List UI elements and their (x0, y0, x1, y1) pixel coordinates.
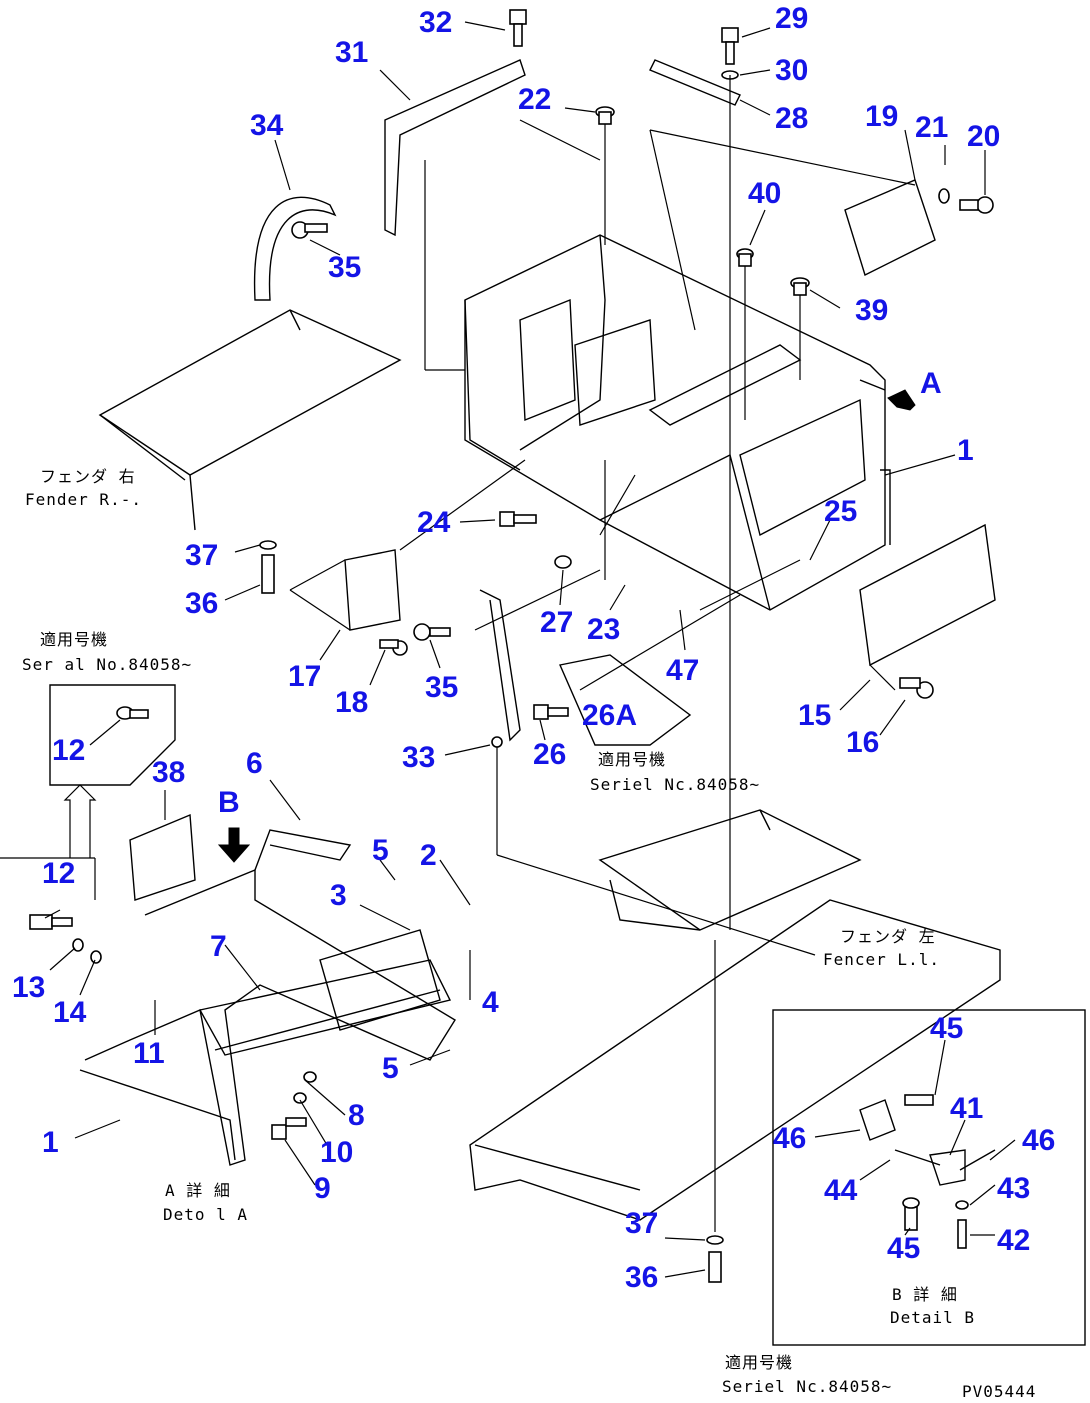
callout-28: 28 (775, 102, 808, 135)
fender-r-jp: フェンダ 右 (40, 467, 136, 486)
hardware-parts (29, 9, 994, 1283)
callout-32: 32 (419, 6, 452, 39)
callout-47: 47 (666, 654, 699, 687)
callout-37: 37 (185, 539, 218, 572)
callout-16: 16 (846, 726, 879, 759)
callout-36: 36 (625, 1261, 658, 1294)
fender-l-jp: フェンダ 左 (840, 927, 936, 946)
callout-2: 2 (420, 839, 437, 872)
fender-left-drawing (469, 809, 1001, 1221)
callout-35: 35 (425, 671, 458, 704)
callout-39: 39 (855, 294, 888, 327)
callout-22: 22 (518, 83, 551, 116)
serial-mid-en: Seriel Nc.84058~ (590, 775, 760, 794)
view-arrow-a (887, 389, 916, 411)
callout-6: 6 (246, 747, 263, 780)
callout-1: 1 (42, 1126, 59, 1159)
detail-b-en: Detail B (890, 1308, 975, 1327)
detail-a-en: Deto l A (163, 1205, 248, 1224)
callout-37: 37 (625, 1207, 658, 1240)
callout-5: 5 (382, 1052, 399, 1085)
guide-lines (0, 75, 916, 1232)
callout-29: 29 (775, 2, 808, 35)
callout-38: 38 (152, 756, 185, 789)
callout-41: 41 (950, 1092, 983, 1125)
callout-27: 27 (540, 606, 573, 639)
plate-28-drawing (649, 59, 741, 106)
callout-8: 8 (348, 1099, 365, 1132)
fender-right-drawing (98, 309, 402, 531)
rod-33-drawing (479, 589, 521, 742)
callout-23: 23 (587, 613, 620, 646)
callout-34: 34 (250, 109, 284, 142)
callout-12: 12 (42, 857, 75, 890)
callout-3: 3 (330, 879, 347, 912)
plate-19-drawing (844, 179, 936, 276)
fender-r-en: Fender R.-. (25, 490, 142, 509)
serial-left-jp: 適用号機 (40, 630, 108, 649)
callout-19: 19 (865, 100, 898, 133)
callout-31: 31 (335, 36, 368, 69)
callout-14: 14 (53, 996, 87, 1029)
detail-b-drawing (859, 1099, 996, 1186)
callout-35: 35 (328, 251, 361, 284)
callout-43: 43 (997, 1172, 1030, 1205)
detail-a-drawing (79, 813, 456, 1166)
detail-a-jp: A 詳 細 (165, 1181, 231, 1200)
callout-24: 24 (417, 506, 451, 539)
callout-21: 21 (915, 111, 948, 144)
serial-bottom-jp: 適用号機 (725, 1353, 793, 1372)
cover-plate-15-drawing (859, 523, 996, 667)
console-body-drawing (464, 234, 891, 611)
serial-bottom-en: Seriel Nc.84058~ (722, 1377, 892, 1396)
callout-42: 42 (997, 1224, 1030, 1257)
callout-15: 15 (798, 699, 831, 732)
callout-9: 9 (314, 1172, 331, 1205)
callout-13: 13 (12, 971, 45, 1004)
serial-left-en: Ser al No.84058~ (22, 655, 192, 674)
callout-26: 26 (533, 738, 566, 771)
callout-12: 12 (52, 734, 85, 767)
serial-inset-box-mid (559, 654, 692, 746)
callout-40: 40 (748, 177, 781, 210)
callout-7: 7 (210, 930, 227, 963)
callout-45: 45 (887, 1232, 920, 1265)
detail-b-jp: B 詳 細 (892, 1285, 958, 1304)
bracket-31-drawing (384, 59, 526, 237)
callout-45: 45 (930, 1012, 963, 1045)
serial-mid-jp: 適用号機 (598, 750, 666, 769)
callout-10: 10 (320, 1136, 353, 1169)
callout-11: 11 (133, 1037, 165, 1070)
callout-4: 4 (482, 986, 499, 1019)
fender-l-en: Fencer L.l. (823, 950, 940, 969)
view-arrow-b (217, 827, 251, 863)
callout-44: 44 (824, 1174, 858, 1207)
callout-30: 30 (775, 54, 808, 87)
callout-46: 46 (1022, 1124, 1055, 1157)
plate-17-drawing (344, 549, 401, 631)
callout-17: 17 (288, 660, 321, 693)
callout-5: 5 (372, 834, 389, 867)
callout-1: 1 (957, 434, 974, 467)
callout-20: 20 (967, 120, 1000, 153)
handrail-34-drawing (253, 196, 337, 301)
callout-36: 36 (185, 587, 218, 620)
view-label-b: B (218, 786, 240, 819)
callout-25: 25 (824, 495, 857, 528)
detail-b-frame (772, 1009, 1086, 1346)
callout-leaders (44, 21, 1016, 1278)
callout-46: 46 (773, 1122, 806, 1155)
drawing-code: PV05444 (962, 1382, 1036, 1401)
callout-18: 18 (335, 686, 368, 719)
view-label-a: A (920, 367, 942, 400)
callout-26a: 26A (582, 699, 637, 732)
serial-inset-box-left (49, 684, 176, 786)
callout-33: 33 (402, 741, 435, 774)
